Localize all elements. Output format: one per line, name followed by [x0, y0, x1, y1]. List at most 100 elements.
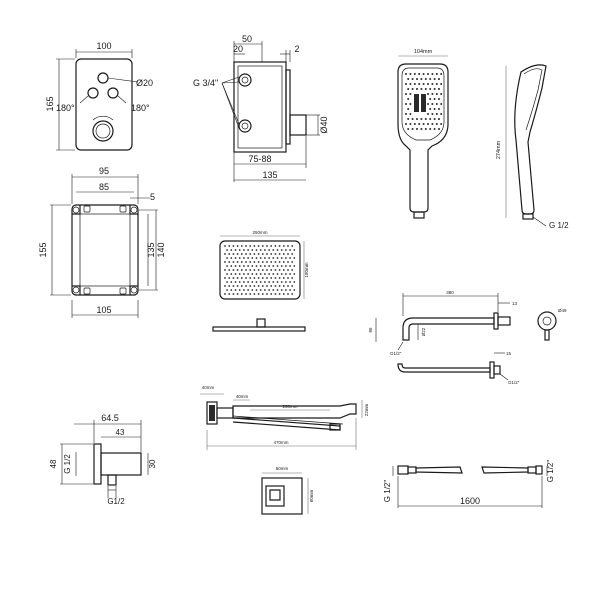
nozzle-dot: [264, 281, 266, 283]
nozzle-dot: [282, 277, 285, 279]
nozzle-dot: [251, 289, 254, 291]
nozzle-dot: [249, 253, 252, 255]
hose-length-label: 1600: [460, 496, 480, 506]
elbow-d48-label: 48: [49, 459, 58, 468]
nozzle-dot: [230, 249, 233, 251]
nozzle-dot: [407, 88, 410, 90]
mixer-angle-left-label: 180°: [56, 103, 75, 113]
nozzle-dot: [255, 289, 258, 291]
nozzle-dot: [411, 88, 414, 90]
nozzle-dot: [274, 285, 277, 287]
nozzle-dot: [240, 293, 243, 295]
nozzle-dot: [289, 289, 291, 291]
arm-wall-plate: [537, 311, 557, 331]
nozzle-dot: [253, 277, 256, 279]
shower-arm-body: [402, 317, 495, 341]
spout: 40mm 40mm 250mm 22mm 470mm 60mm 60mm: [200, 385, 369, 515]
nozzle-dot: [249, 261, 252, 263]
nozzle-dot: [293, 265, 296, 267]
nozzle-dot: [272, 289, 275, 291]
nozzle-dot: [433, 88, 436, 90]
side-d40-label: Ø40: [319, 116, 329, 133]
nozzle-dot: [287, 293, 289, 295]
nozzle-dot: [285, 281, 287, 283]
nozzle-dot: [274, 277, 277, 279]
mixer-button-top: [97, 72, 109, 84]
nozzle-dot: [274, 261, 277, 263]
nozzle-dot: [291, 277, 294, 279]
nozzle-dot: [409, 123, 412, 125]
nozzle-dot: [276, 257, 279, 259]
nozzle-dot: [270, 293, 273, 295]
nozzle-dot: [440, 103, 443, 105]
box-d140-label: 140: [156, 242, 166, 257]
nozzle-dot: [438, 128, 440, 130]
spout-body: [232, 403, 357, 419]
side-d135-label: 135: [262, 170, 277, 180]
elbow-thread1-label: G 1/2: [63, 454, 72, 474]
nozzle-dot: [440, 93, 443, 95]
nozzle-dot: [429, 108, 432, 110]
nozzle-dot: [230, 265, 233, 267]
hose-left-section: [415, 466, 463, 474]
nozzle-dot: [409, 93, 412, 95]
nozzle-dot: [243, 289, 245, 291]
nozzle-dot: [224, 253, 226, 255]
nozzle-dot: [405, 113, 407, 115]
nozzle-dot: [253, 293, 256, 295]
nozzle-dot: [230, 273, 233, 275]
nozzle-dot: [226, 281, 229, 283]
nozzle-dot: [240, 261, 243, 263]
nozzle-dot: [424, 88, 427, 90]
nozzle-dot: [293, 273, 296, 275]
nozzle-dot: [257, 245, 260, 247]
nozzle-dot: [431, 113, 434, 115]
nozzle-dot: [240, 285, 243, 287]
nozzle-dot: [243, 265, 245, 267]
nozzle-dot: [282, 245, 285, 247]
mixer-side-view: 50 20 2 G 3/4" Ø40 75-88 135: [193, 34, 329, 182]
hand-shower-side: 274mm G 1/2: [496, 64, 569, 230]
nozzle-dot: [266, 293, 268, 295]
nozzle-dot: [226, 265, 229, 267]
nozzle-dot: [224, 269, 226, 271]
nozzle-dot: [259, 265, 262, 267]
nozzle-dot: [245, 253, 247, 255]
nozzle-dot: [268, 289, 270, 291]
nozzle-dot: [287, 269, 289, 271]
nozzle-dot: [226, 249, 229, 251]
nozzle-dot: [405, 83, 407, 85]
nozzle-dot: [268, 249, 270, 251]
nozzle-dot: [433, 128, 436, 130]
hand-shower-body: [397, 63, 449, 213]
nozzle-dot: [266, 261, 268, 263]
overhead-side-connector: [256, 318, 266, 328]
nozzle-dot: [274, 253, 277, 255]
nozzle-dot: [261, 269, 264, 271]
nozzle-dot: [440, 73, 443, 75]
nozzle-dot: [247, 273, 250, 275]
nozzle-dot: [224, 277, 226, 279]
nozzle-dot: [282, 261, 285, 263]
nozzle-dot: [405, 103, 407, 105]
nozzle-dot: [280, 281, 283, 283]
nozzle-dot: [285, 249, 287, 251]
nozzle-dot: [238, 265, 241, 267]
box-d5-label: 5: [150, 192, 155, 202]
nozzle-dot: [272, 273, 275, 275]
nozzle-dot: [255, 281, 258, 283]
nozzle-dot: [280, 257, 283, 259]
nozzle-dot: [438, 118, 440, 120]
nozzle-dot: [289, 265, 291, 267]
nozzle-dot: [285, 289, 287, 291]
nozzle-dot: [278, 261, 281, 263]
nozzle-dot: [236, 269, 239, 271]
nozzle-dot: [255, 265, 258, 267]
nozzle-dot: [257, 293, 260, 295]
nozzle-dot: [232, 269, 235, 271]
nozzle-dot: [264, 257, 266, 259]
hose-right-section: [481, 466, 529, 474]
nozzle-dot: [278, 245, 281, 247]
mixer-arc: [92, 115, 114, 121]
nozzle-dot: [224, 285, 226, 287]
